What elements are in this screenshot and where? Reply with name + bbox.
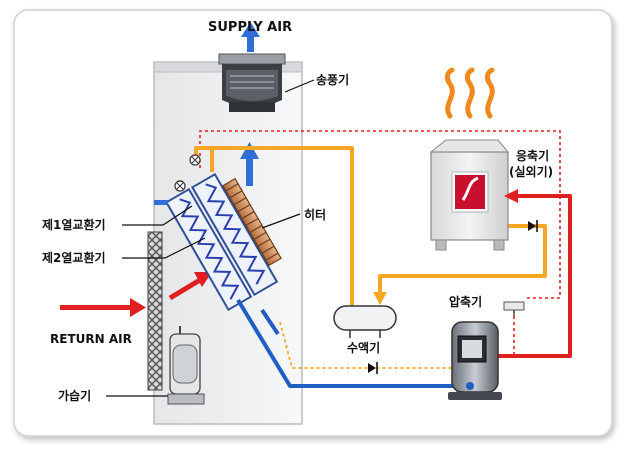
air-filter-mesh <box>147 231 163 391</box>
liquid-bypass-line <box>279 321 455 369</box>
pilot-line <box>199 130 561 299</box>
heat-exchangers <box>165 172 279 312</box>
expansion-valve-icon <box>154 154 201 205</box>
supply-air-arrow <box>241 22 260 52</box>
check-valve-icon <box>368 220 538 374</box>
receiver-inlet-arrow <box>373 292 387 305</box>
condenser-sub-label: (실외기) <box>509 164 553 179</box>
airflow-diagonal-arrow <box>168 272 212 301</box>
blower-label: 송풍기 <box>316 72 349 87</box>
discharge-arrow <box>504 189 518 203</box>
compressor-label: 압축기 <box>449 294 482 309</box>
condenser-unit <box>429 139 510 251</box>
compressor <box>448 321 502 400</box>
receiver-label: 수액기 <box>347 340 380 355</box>
blower-fan <box>218 53 286 112</box>
heat-exchanger-2-label: 제2열교환기 <box>42 250 106 265</box>
airflow-up-arrow <box>240 142 259 186</box>
heat-wave-icon <box>444 67 495 119</box>
supply-air-label: SUPPLY AIR <box>208 20 292 35</box>
heater-element <box>222 177 282 267</box>
heater-label: 히터 <box>304 207 326 222</box>
return-air-label: RETURN AIR <box>50 332 132 346</box>
heat-exchanger-1-label: 제1열교환기 <box>42 217 106 232</box>
condenser-label: 응축기 <box>516 148 549 163</box>
refrigerant-discharge-line <box>490 194 572 358</box>
pressure-switch <box>503 301 525 316</box>
refrigerant-suction-line <box>236 298 462 388</box>
receiver-tank <box>333 305 397 338</box>
return-air-arrow <box>60 298 146 317</box>
humidifier-tank <box>167 326 205 405</box>
humidifier-label: 가습기 <box>58 388 91 403</box>
